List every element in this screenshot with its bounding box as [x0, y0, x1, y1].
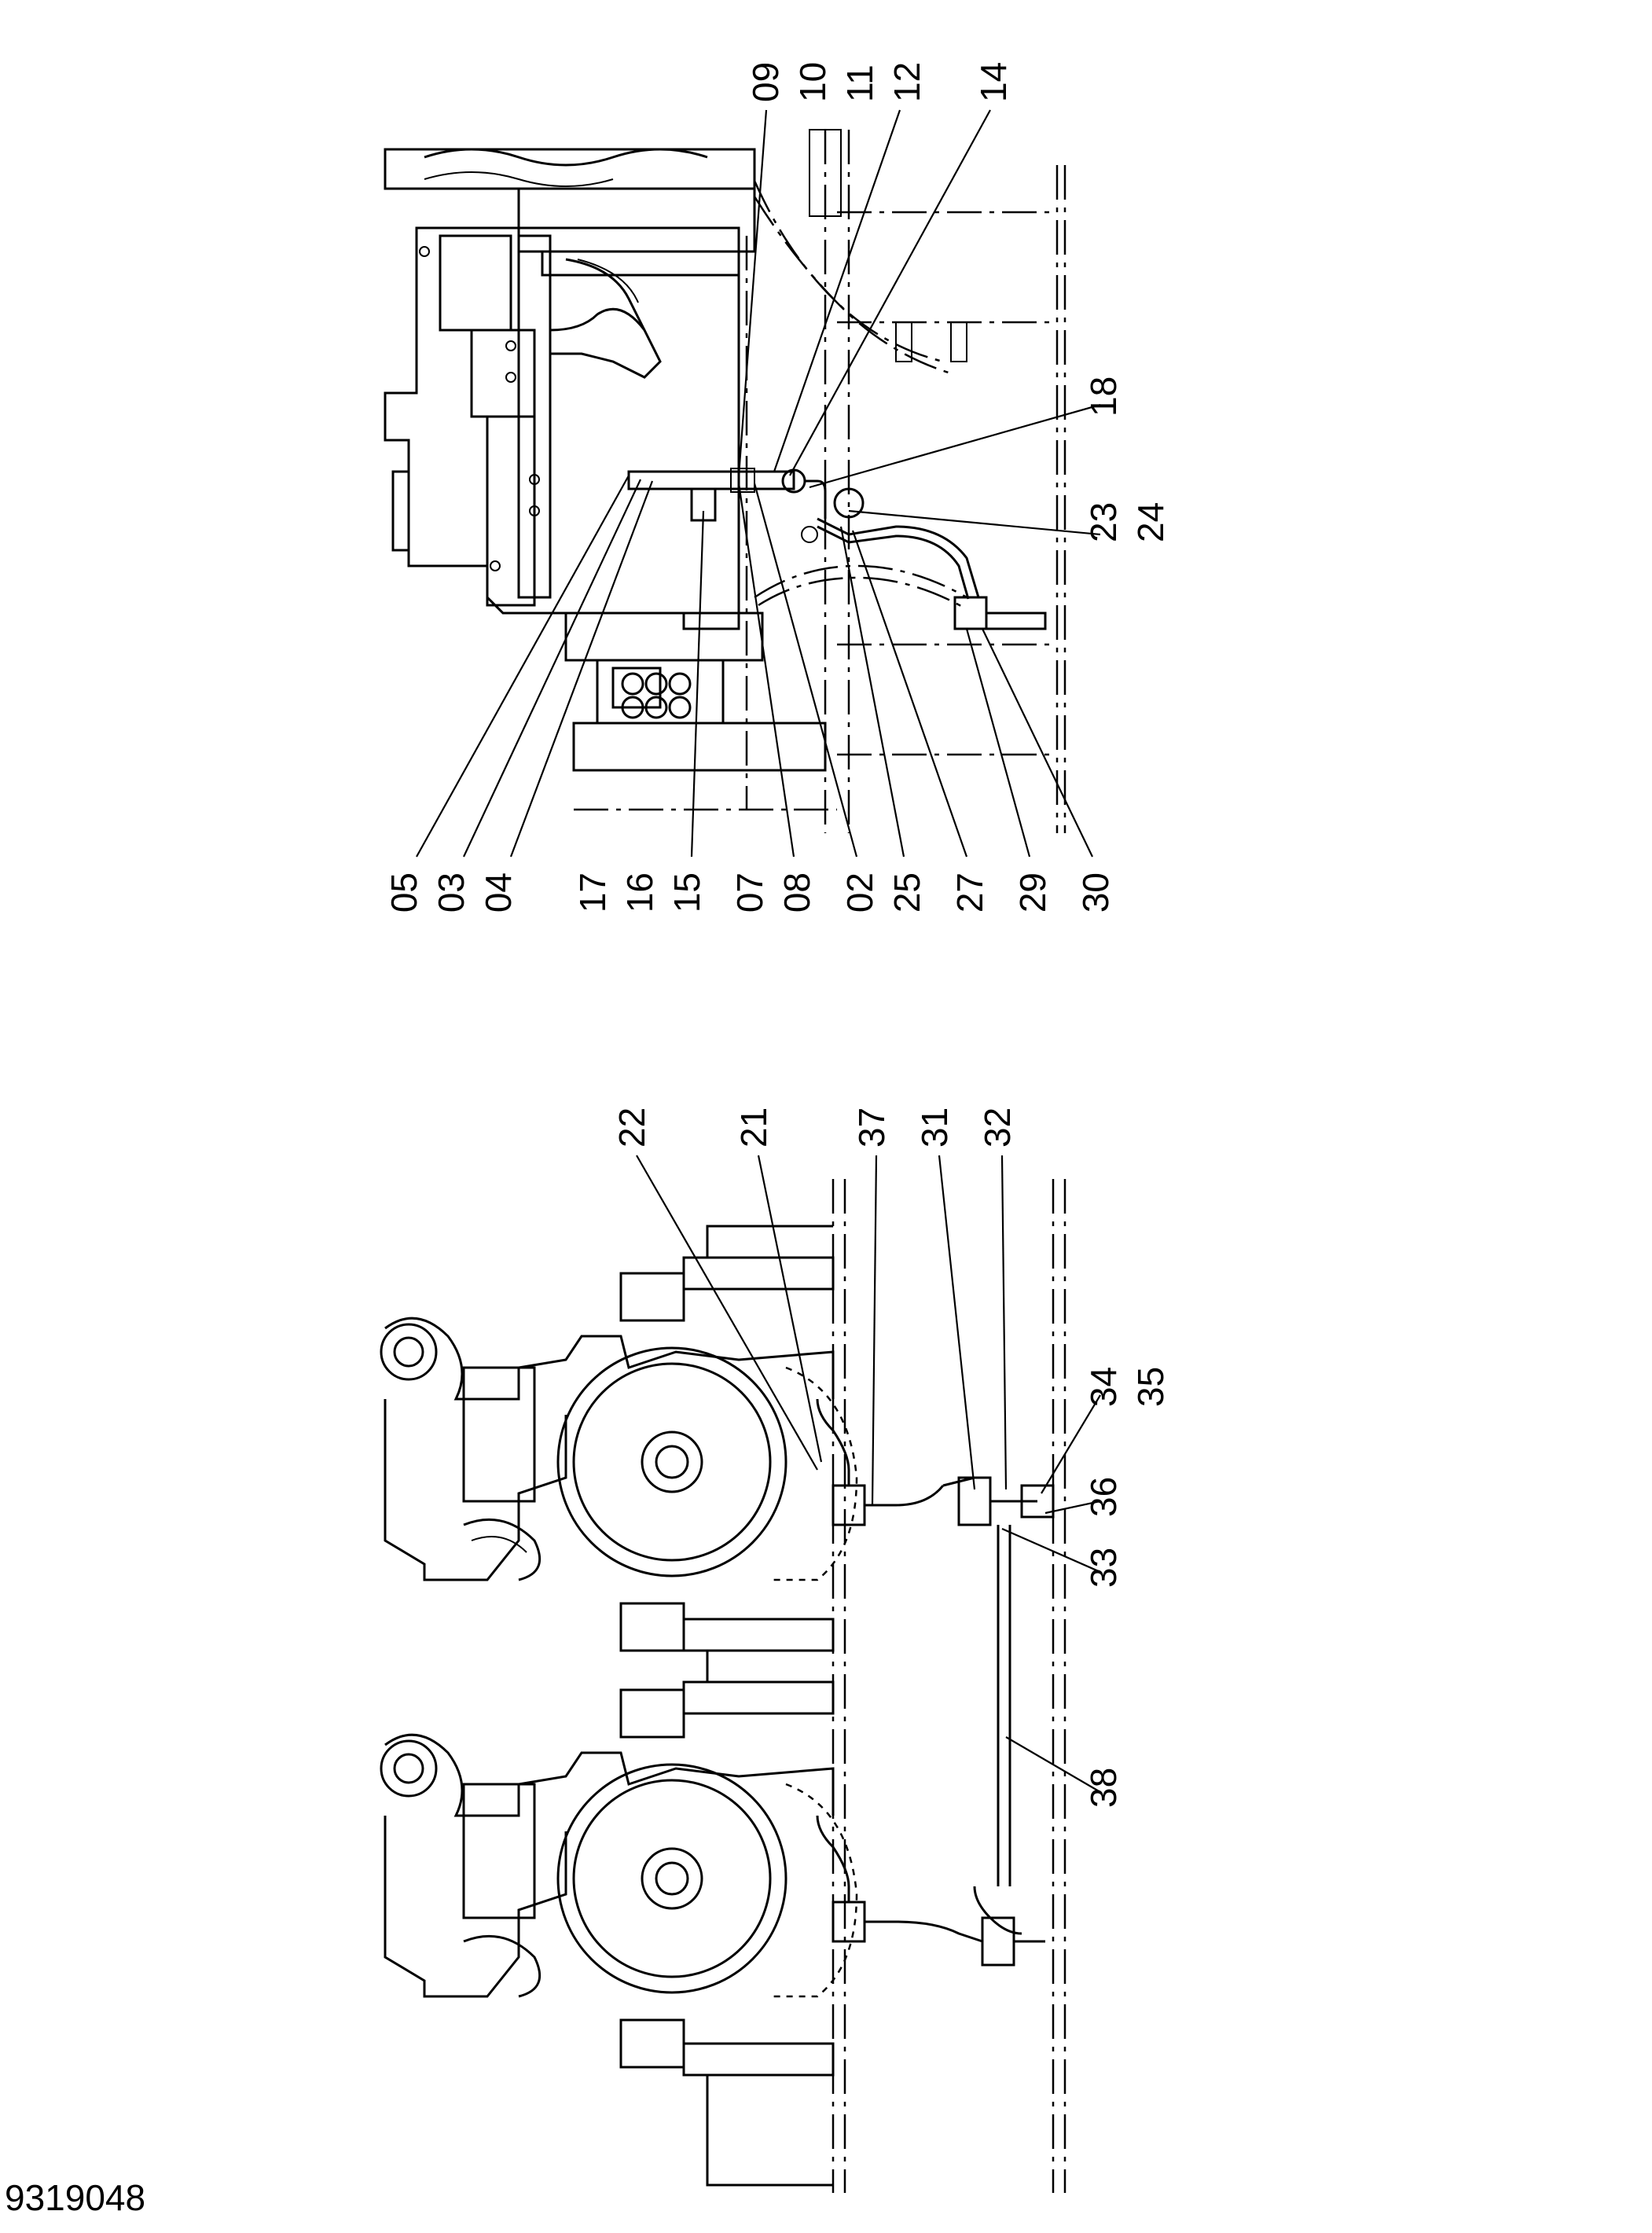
bottom-view-drawing: [380, 1179, 1066, 2193]
callout-23: 23: [1083, 502, 1124, 542]
engine-1: [380, 1225, 858, 1684]
callout-15: 15: [666, 872, 707, 913]
callout-29: 29: [1012, 872, 1053, 913]
callout-31: 31: [914, 1107, 955, 1148]
callout-33: 33: [1083, 1548, 1124, 1588]
fuel-lines: [816, 1398, 1055, 1967]
callout-05: 05: [384, 872, 424, 913]
callout-09: 09: [745, 62, 786, 102]
callout-38: 38: [1083, 1768, 1124, 1808]
callout-25: 25: [887, 872, 927, 913]
callout-35: 35: [1130, 1367, 1171, 1407]
callout-22: 22: [611, 1107, 652, 1148]
callout-10: 10: [792, 62, 833, 102]
top-view-drawing: [384, 129, 1066, 833]
callout-18: 18: [1083, 376, 1124, 417]
callout-08: 08: [776, 872, 817, 913]
document-number: 9319048: [5, 2177, 145, 2218]
callout-04: 04: [478, 872, 519, 913]
callout-30: 30: [1075, 872, 1116, 913]
engine-2: [380, 1680, 858, 2187]
callout-34: 34: [1083, 1367, 1124, 1407]
callout-37: 37: [851, 1107, 892, 1148]
callout-07: 07: [729, 872, 770, 913]
callout-16: 16: [619, 872, 660, 913]
callout-11: 11: [839, 64, 880, 102]
callout-03: 03: [431, 872, 472, 913]
callout-36: 36: [1083, 1477, 1124, 1517]
callout-27: 27: [949, 872, 990, 913]
callout-12: 12: [887, 62, 927, 102]
callout-02: 02: [839, 872, 880, 913]
callout-17: 17: [572, 872, 613, 913]
callout-32: 32: [977, 1107, 1018, 1148]
callout-24: 24: [1130, 502, 1171, 542]
callout-14: 14: [973, 62, 1014, 102]
leader-lines: [416, 109, 1101, 1793]
callout-21: 21: [733, 1107, 774, 1148]
